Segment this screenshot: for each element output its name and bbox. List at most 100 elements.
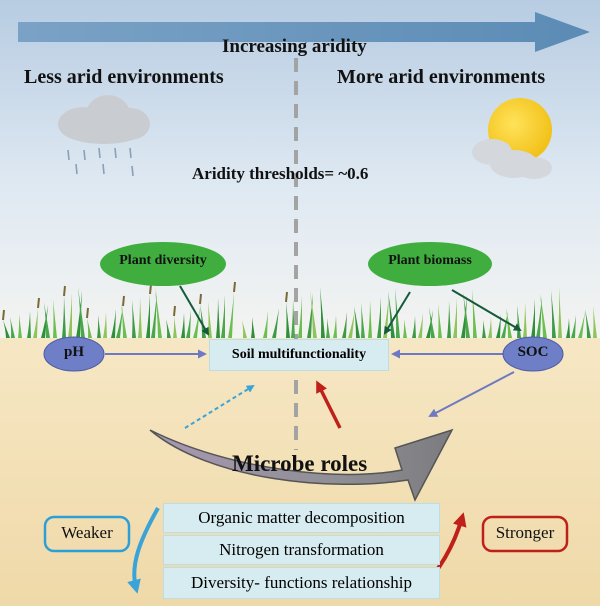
- less-arid-label: Less arid environments: [24, 66, 224, 88]
- grass-blade: [447, 301, 451, 338]
- grass-seed-head: [173, 305, 176, 317]
- grass-blade: [403, 319, 407, 338]
- stronger-label: Stronger: [495, 523, 555, 542]
- grass-blade: [251, 317, 255, 338]
- grass-seed-head: [285, 291, 288, 303]
- grass-blade: [496, 314, 501, 338]
- grass-blade: [216, 298, 220, 338]
- grass-blade: [155, 288, 162, 338]
- microbe-roles-arrow: [149, 428, 454, 502]
- grass-blade: [333, 315, 337, 338]
- grass-blade: [310, 290, 317, 338]
- grass-blade: [453, 298, 457, 338]
- grass-seed-head: [122, 295, 125, 307]
- grass-blade: [186, 310, 191, 338]
- grass-blade: [263, 311, 268, 338]
- grass-blade: [3, 320, 10, 338]
- grass-blade: [320, 287, 325, 338]
- grass-blade: [193, 307, 200, 338]
- grass-blade: [53, 299, 57, 338]
- grass-blade: [166, 319, 171, 338]
- grass-blade: [326, 318, 330, 338]
- aridity-threshold-label: Aridity thresholds= ~0.6: [192, 164, 369, 183]
- grass-blade: [429, 307, 435, 338]
- plant-biomass-node: [368, 242, 492, 286]
- arrow-red-microbe-to-soil: [316, 380, 342, 429]
- grass-blade: [551, 290, 556, 338]
- arrow-plant-biomass-to-soil: [383, 291, 411, 335]
- grass-blade: [388, 291, 395, 338]
- aridity-arrow-label: Increasing aridity: [222, 36, 367, 57]
- grass-blade: [151, 291, 157, 338]
- grass-row: [2, 281, 597, 338]
- microbe-roles-label: Microbe roles: [232, 451, 368, 476]
- grass-seed-head: [37, 297, 40, 309]
- plant-diversity-node: [100, 242, 226, 286]
- stronger-box: [481, 515, 569, 553]
- grass-blade: [377, 297, 381, 338]
- grass-blade: [361, 303, 365, 338]
- grass-blade: [10, 317, 15, 338]
- more-arid-label: More arid environments: [337, 66, 546, 88]
- ph-node: [43, 336, 105, 372]
- arrow-dashed-microbe-to-soil: [184, 384, 255, 429]
- grass-blade: [412, 316, 416, 338]
- process-label: Diversity- functions relationship: [191, 573, 412, 592]
- grass-blade: [18, 314, 22, 338]
- grass-blade: [482, 320, 486, 338]
- grass-blade: [488, 317, 492, 338]
- grass-seed-head: [63, 285, 66, 297]
- grass-seed-head: [149, 283, 152, 295]
- grass-blade: [116, 306, 123, 338]
- grass-blade: [87, 318, 92, 338]
- grass-blade: [291, 299, 295, 338]
- grass-blade: [78, 287, 85, 338]
- grass-blade: [76, 290, 82, 338]
- grass-seed-head: [86, 307, 89, 319]
- rain-cloud-icon: [58, 95, 150, 177]
- grass-blade: [523, 302, 527, 338]
- plant-biomass-label: Plant biomass: [388, 253, 472, 268]
- grass-blade: [68, 293, 72, 338]
- grass-blade: [97, 315, 101, 338]
- small-cloud-icon: [472, 139, 552, 179]
- aridity-arrow: [18, 12, 590, 52]
- process-label: Nitrogen transformation: [219, 540, 384, 559]
- arrow-soc-to-microbes: [428, 371, 515, 417]
- weaker-arrow: [127, 507, 160, 594]
- soil-multifunctionality-label: Soil multifunctionality: [231, 347, 367, 362]
- arrow-plant-diversity-to-soil: [179, 285, 210, 336]
- weaker-label: Weaker: [61, 523, 113, 542]
- process-label: Organic matter decomposition: [198, 508, 405, 527]
- grass-blade: [41, 305, 48, 338]
- grass-blade: [585, 309, 591, 338]
- grass-blade: [472, 289, 477, 338]
- grass-blade: [461, 295, 467, 338]
- plant-diversity-label: Plant diversity: [119, 253, 207, 268]
- grass-blade: [33, 308, 38, 338]
- grass-seed-head: [233, 281, 236, 293]
- grass-blade: [418, 313, 423, 338]
- grass-blade: [62, 296, 66, 338]
- process-box: Nitrogen transformation: [163, 535, 440, 565]
- grass-blade: [44, 302, 50, 338]
- grass-blade: [111, 309, 116, 338]
- soc-label: SOC: [517, 344, 549, 360]
- weaker-box: [43, 515, 131, 553]
- grass-blade: [536, 296, 542, 338]
- process-box: Organic matter decomposition: [163, 503, 440, 533]
- soil-multifunctionality-box: Soil multifunctionality: [209, 339, 389, 371]
- grass-blade: [558, 287, 562, 338]
- grass-blade: [342, 312, 347, 338]
- ph-label: pH: [63, 344, 84, 360]
- grass-blade: [138, 297, 142, 338]
- grass-blade: [307, 293, 313, 338]
- grass-blade: [181, 313, 185, 338]
- grass-blade: [121, 303, 127, 338]
- grass-blade: [286, 302, 290, 338]
- grass-blade: [242, 320, 247, 338]
- soc-node: [502, 336, 564, 372]
- grass-blade: [173, 316, 177, 338]
